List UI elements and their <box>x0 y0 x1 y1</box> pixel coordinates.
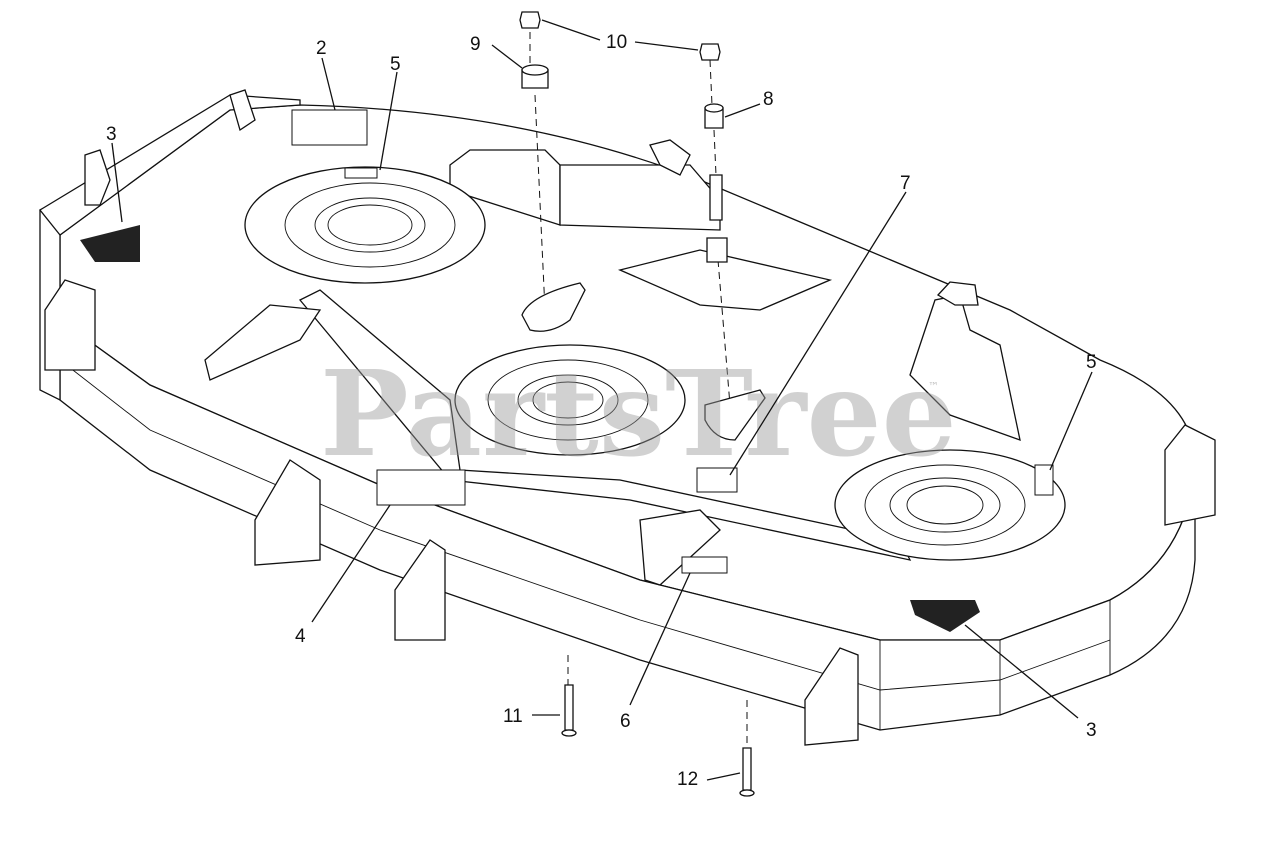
leader-lines <box>111 19 1093 781</box>
decals <box>80 109 1054 632</box>
left-spindle <box>244 166 486 284</box>
callout-6: 6 <box>620 711 631 732</box>
front-brackets <box>44 89 1216 746</box>
callout-8: 8 <box>763 89 774 110</box>
hardware <box>519 11 766 797</box>
callout-9: 9 <box>470 34 481 55</box>
callout-11: 11 <box>503 706 523 727</box>
callout-3-left: 3 <box>106 124 117 145</box>
center-spindle <box>454 344 686 456</box>
watermark-trademark: ™ <box>928 380 939 393</box>
callout-3-right: 3 <box>1086 720 1097 741</box>
callouts: 2 3 3 4 5 5 6 7 8 9 10 11 12 <box>106 32 1097 790</box>
callout-5-right: 5 <box>1086 352 1097 373</box>
callout-10: 10 <box>606 32 627 53</box>
watermark-text: PartsTree <box>320 344 957 483</box>
right-spindle <box>834 449 1066 561</box>
callout-2: 2 <box>316 38 327 59</box>
callout-5-left: 5 <box>390 54 401 75</box>
callout-7: 7 <box>900 173 911 194</box>
callout-4: 4 <box>295 626 306 647</box>
callout-12: 12 <box>677 769 698 790</box>
